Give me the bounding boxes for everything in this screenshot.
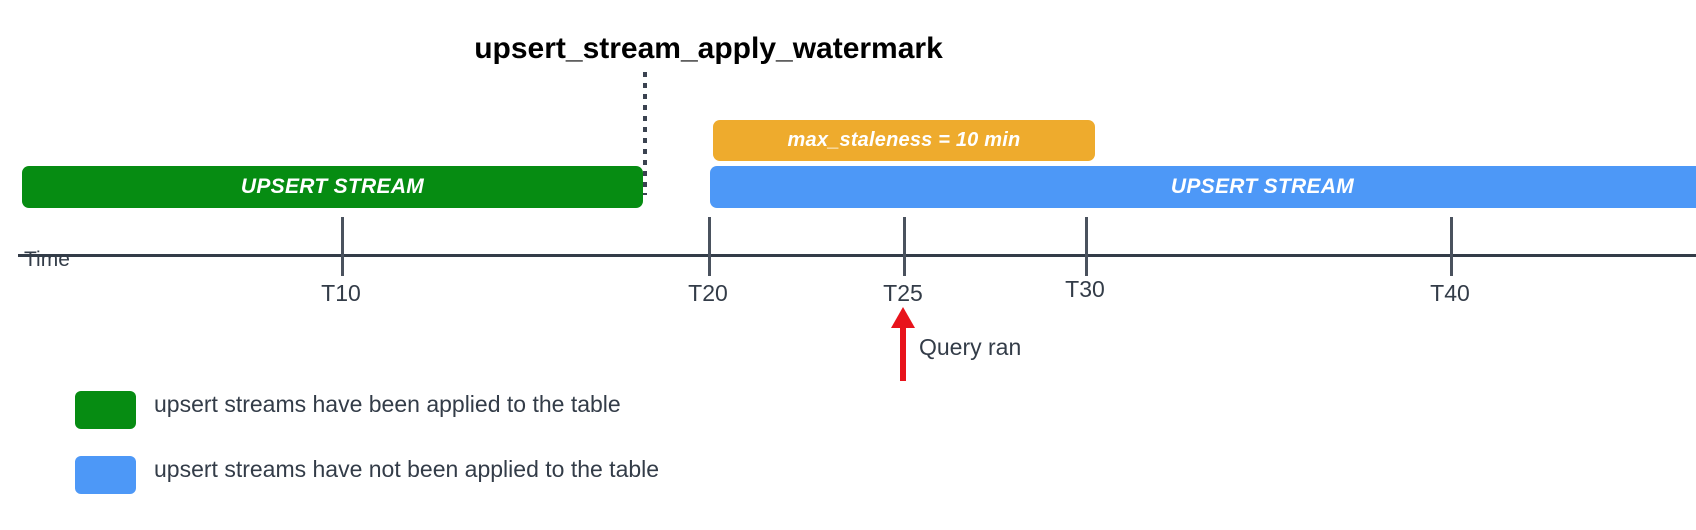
- query-ran-label: Query ran: [919, 334, 1022, 360]
- tick-label-t25: T25: [883, 280, 923, 306]
- tick-label-t10: T10: [321, 280, 361, 306]
- time-axis-label: Time: [24, 248, 70, 271]
- tick-label-t20: T20: [688, 280, 728, 306]
- legend-label-not-applied: upsert streams have not been applied to …: [154, 456, 660, 482]
- tick-mark-t40: [1450, 217, 1453, 276]
- upsert-stream-applied-bar: UPSERT STREAM: [22, 166, 643, 208]
- max-staleness-bar: max_staleness = 10 min: [713, 120, 1095, 161]
- tick-label-t40: T40: [1430, 280, 1470, 306]
- legend-label-applied: upsert streams have been applied to the …: [154, 391, 621, 417]
- query-ran-arrow-icon: [891, 307, 915, 328]
- tick-mark-t25: [903, 217, 906, 276]
- tick-mark-t20: [708, 217, 711, 276]
- watermark-dotted-line: [643, 72, 647, 195]
- time-axis-line: [18, 254, 1696, 257]
- tick-mark-t30: [1085, 217, 1088, 276]
- page-title: upsert_stream_apply_watermark: [474, 32, 943, 65]
- query-ran-arrow-shaft: [900, 325, 906, 381]
- legend-swatch-not-applied: [75, 456, 136, 494]
- legend-swatch-applied: [75, 391, 136, 429]
- upsert-stream-not-applied-bar: UPSERT STREAM: [710, 166, 1696, 208]
- tick-mark-t10: [341, 217, 344, 276]
- tick-label-t30: T30: [1065, 276, 1105, 302]
